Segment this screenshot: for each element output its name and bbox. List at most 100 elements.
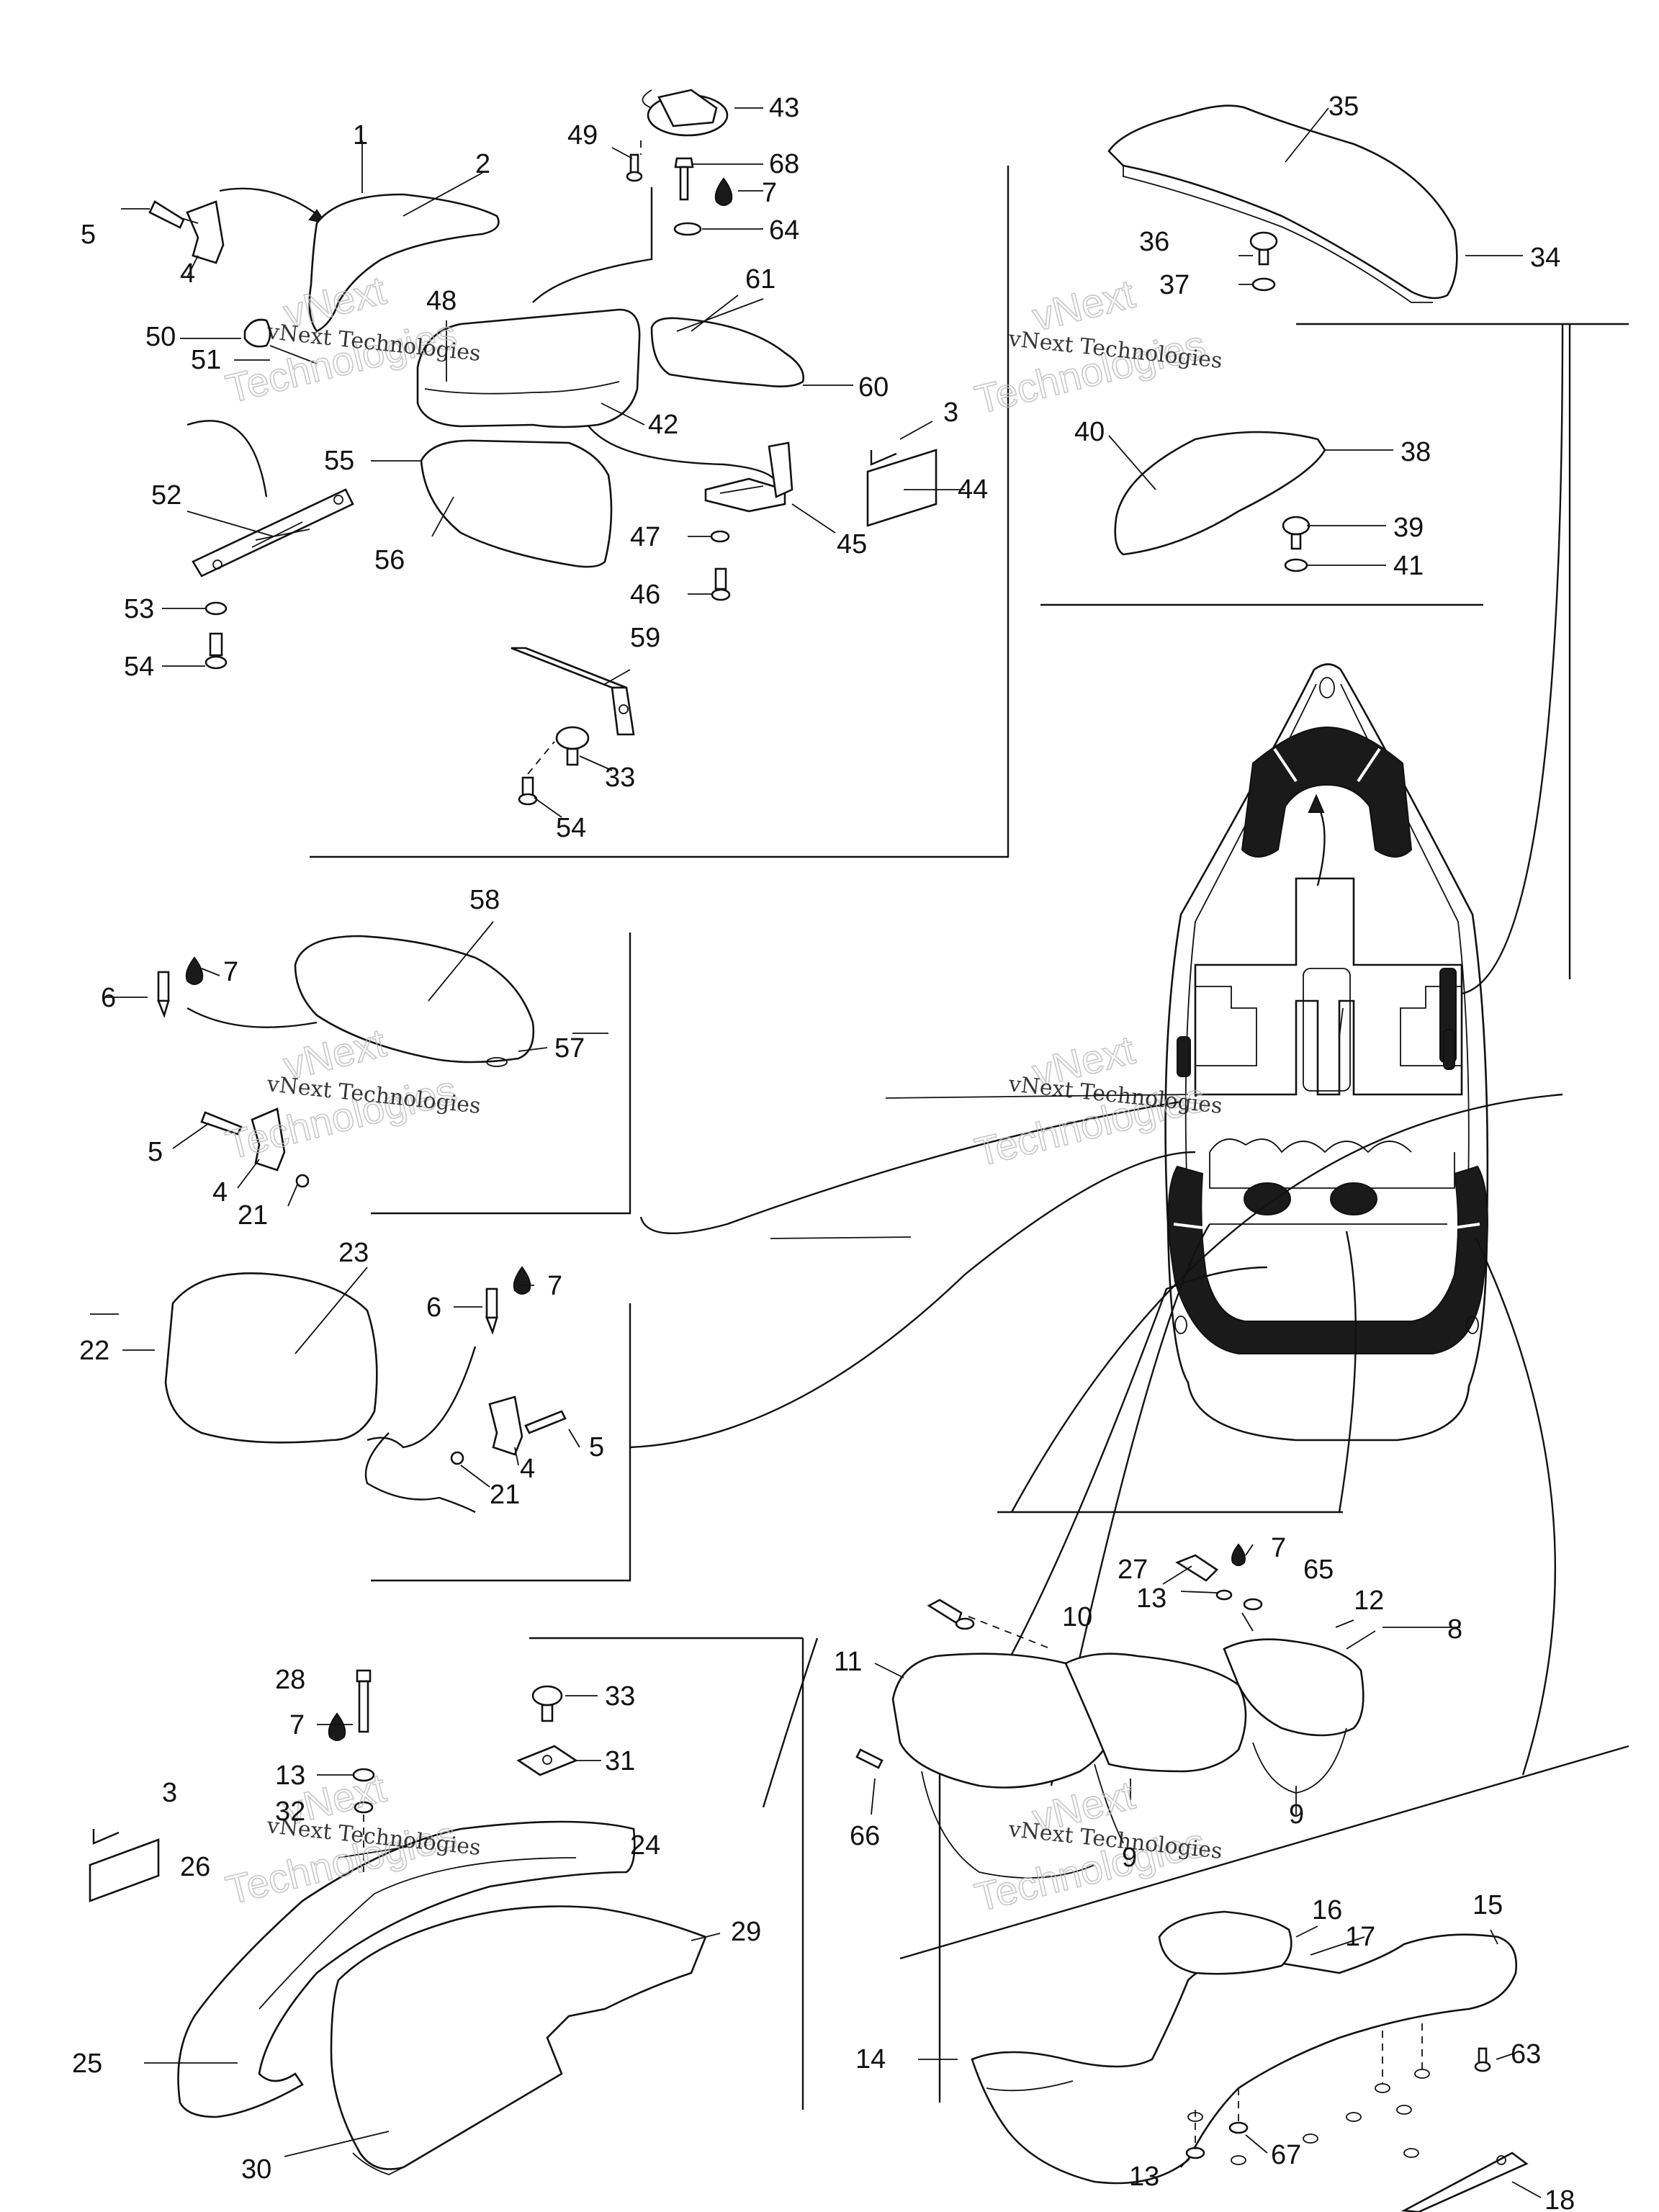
callout-63: 63 [1511, 2039, 1541, 2069]
part-21-washer-lower [450, 1451, 464, 1465]
part-4-clip-top [148, 200, 225, 264]
callout-32: 32 [275, 1797, 305, 1827]
part-56-lower-cushion [420, 439, 613, 568]
callout-29: 29 [731, 1917, 761, 1947]
callout-35: 35 [1328, 91, 1359, 122]
callout-21: 21 [490, 1480, 520, 1510]
callout-7: 7 [1271, 1533, 1286, 1563]
part-52-mounting-plate [192, 488, 354, 577]
callout-51: 51 [191, 345, 221, 375]
part-8-seat [891, 1638, 1364, 1879]
callout-33: 33 [605, 1681, 635, 1712]
callout-48: 48 [426, 286, 457, 316]
part-37-washer [1251, 277, 1276, 292]
callout-39: 39 [1393, 513, 1424, 543]
part-32-washer [354, 1801, 374, 1814]
callout-57: 57 [554, 1033, 585, 1064]
callout-21: 21 [238, 1200, 268, 1231]
callout-16: 16 [1312, 1895, 1342, 1925]
callout-2: 2 [475, 149, 490, 179]
part-44-label [866, 449, 938, 527]
callout-66: 66 [850, 1821, 880, 1851]
part-50-knob [243, 318, 318, 364]
part-54-bolt-lower [518, 776, 538, 806]
callout-26: 26 [180, 1852, 210, 1882]
callout-58: 58 [469, 885, 500, 915]
callout-17: 17 [1345, 1922, 1375, 1952]
callout-33: 33 [605, 763, 635, 793]
callout-25: 25 [72, 2049, 102, 2079]
part-59-bracket [511, 647, 635, 736]
part-27-bolt [927, 1599, 975, 1630]
callout-54: 54 [124, 652, 154, 682]
oil-drop-icon [513, 1266, 531, 1295]
callout-53: 53 [124, 594, 154, 624]
part-36-plug [1249, 231, 1278, 266]
part-38-cushion [1114, 431, 1326, 556]
callout-1: 1 [353, 120, 368, 150]
callout-18: 18 [1545, 2185, 1575, 2212]
part-60-side-cushion [650, 317, 804, 387]
callout-4: 4 [520, 1454, 535, 1484]
callout-38: 38 [1401, 437, 1431, 467]
callout-52: 52 [151, 480, 181, 511]
oil-drop-icon [1231, 1543, 1246, 1566]
callout-60: 60 [858, 372, 889, 403]
part-63-screw [1474, 2047, 1491, 2072]
part-46-bolt [711, 567, 731, 601]
callout-4: 4 [180, 258, 195, 289]
callout-42: 42 [648, 410, 678, 440]
callout-59: 59 [630, 623, 660, 653]
callout-9: 9 [1122, 1843, 1137, 1873]
callout-3: 3 [162, 1778, 177, 1808]
callout-7: 7 [223, 957, 238, 987]
part-6-stud-lower [485, 1287, 498, 1335]
callout-22: 22 [79, 1336, 109, 1366]
seat-assembly-overview [1164, 663, 1489, 1442]
part-68-stud [679, 166, 689, 201]
callout-labels: 1 2 5 4 49 43 68 7 64 48 61 50 51 60 42 … [72, 91, 1575, 2212]
callout-30: 30 [241, 2154, 271, 2185]
part-16-cushion [1158, 1910, 1292, 1975]
callout-34: 34 [1530, 243, 1560, 273]
oil-drop-icon [328, 1712, 346, 1741]
callout-40: 40 [1074, 417, 1105, 447]
callout-45: 45 [837, 529, 867, 559]
callout-3: 3 [943, 397, 958, 428]
part-58-cushion [294, 935, 535, 1064]
callout-37: 37 [1159, 270, 1190, 300]
part-49-screw [626, 153, 643, 182]
callout-6: 6 [101, 983, 116, 1013]
callout-5: 5 [148, 1137, 163, 1167]
callout-64: 64 [769, 215, 799, 246]
part-22-cushion [164, 1272, 378, 1444]
callout-12: 12 [1354, 1586, 1384, 1616]
callout-8: 8 [1447, 1614, 1462, 1645]
part-27-bolt-right [1175, 1554, 1219, 1582]
callout-54: 54 [556, 813, 586, 843]
callout-65: 65 [1303, 1555, 1334, 1585]
callout-13: 13 [1129, 2162, 1159, 2192]
part-26-label [89, 1829, 160, 1902]
part-6-stud [157, 971, 170, 1018]
callout-10: 10 [1062, 1602, 1092, 1632]
callout-47: 47 [630, 522, 660, 552]
part-53-washer [204, 601, 228, 616]
callout-50: 50 [145, 322, 176, 352]
callout-67: 67 [1271, 2140, 1301, 2170]
part-13-washer-bottom [1185, 2146, 1205, 2159]
part-4-clip-mid [200, 1107, 286, 1172]
callout-41: 41 [1393, 551, 1424, 581]
callout-5: 5 [589, 1432, 604, 1462]
part-47-washer [710, 530, 730, 543]
part-68-post [674, 157, 694, 168]
callout-13: 13 [1136, 1583, 1166, 1614]
part-14-seat-base [971, 1933, 1517, 2185]
callout-44: 44 [958, 475, 988, 505]
section-dividers [310, 166, 1629, 2110]
part-41-washer [1284, 558, 1308, 572]
callout-13: 13 [275, 1761, 305, 1791]
callout-4: 4 [212, 1177, 228, 1208]
